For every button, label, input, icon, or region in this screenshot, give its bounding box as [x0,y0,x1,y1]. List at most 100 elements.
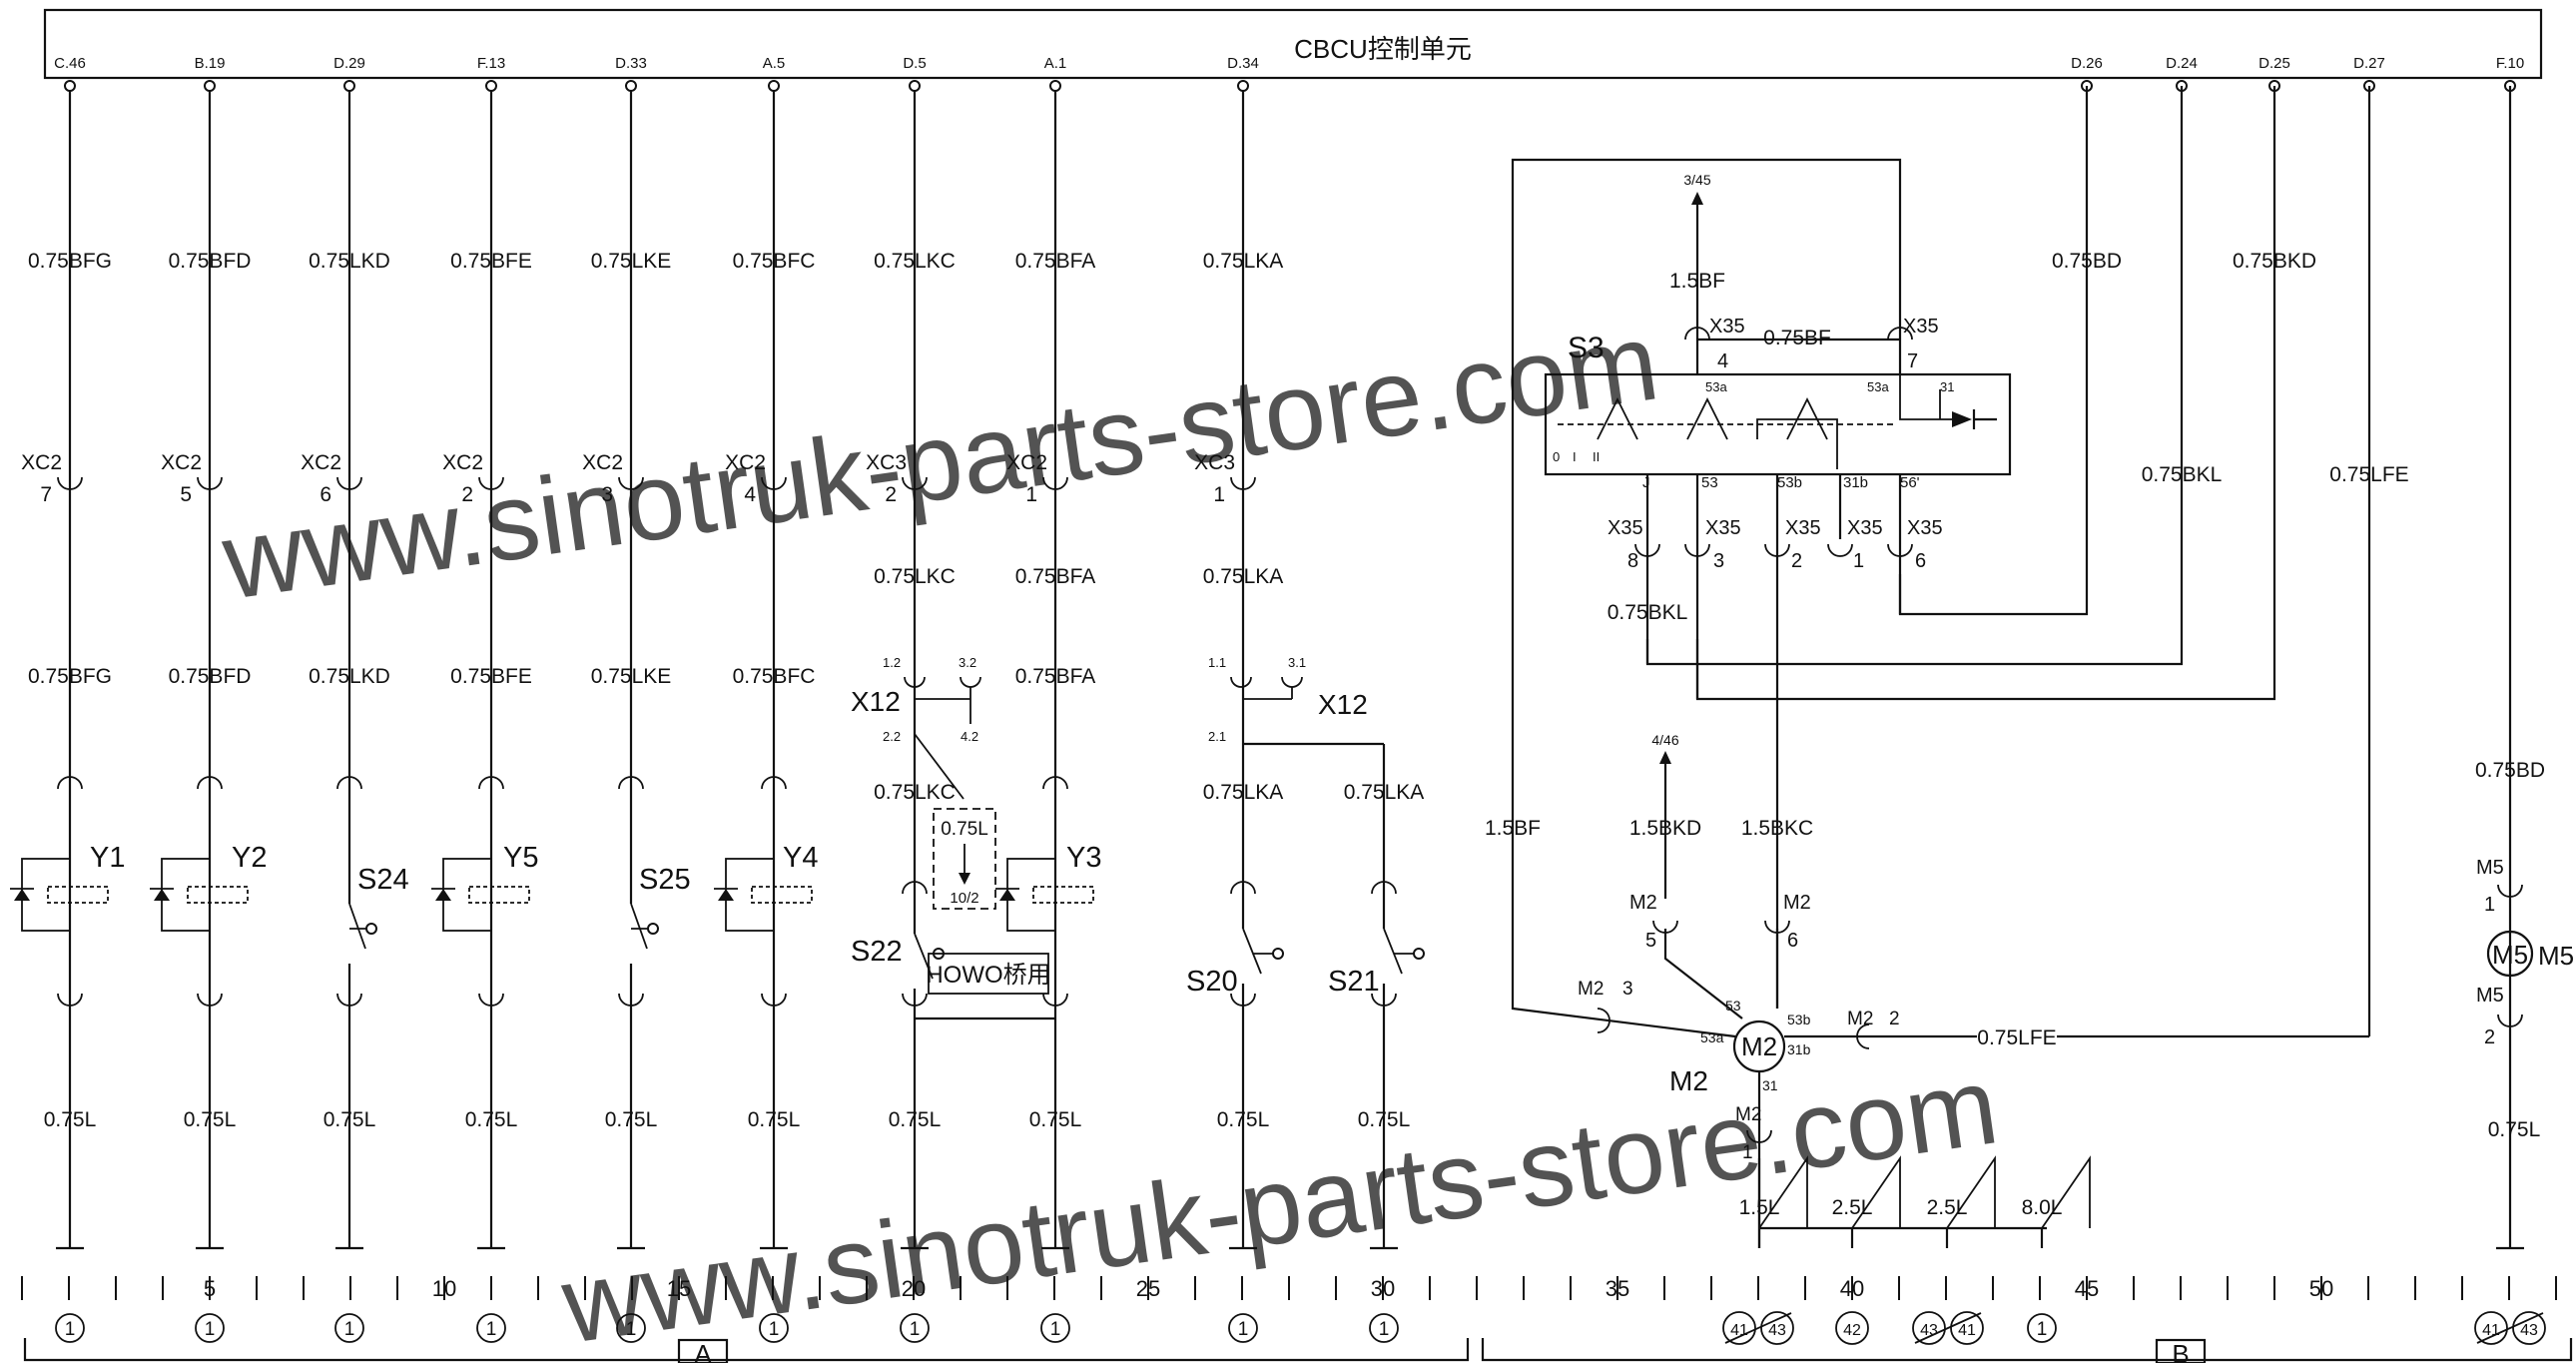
solenoid-y1: Y1 [10,842,125,932]
svg-text:XC3: XC3 [1194,451,1235,474]
svg-text:7: 7 [1907,350,1918,372]
circle-ref: 1 [759,1313,789,1343]
x12-connector-left: X12 1.2 3.2 2.2 4.2 0.75L 10/2 [851,655,996,910]
svg-text:XC2: XC2 [161,451,202,474]
svg-text:0.75L: 0.75L [605,1108,658,1131]
pin-label-d33: D.33 [615,55,647,72]
svg-text:0.75LKA: 0.75LKA [1203,781,1284,804]
svg-text:31b: 31b [1843,474,1868,491]
pin-label-d29: D.29 [333,55,365,72]
svg-text:53a: 53a [1705,379,1727,394]
svg-text:3/45: 3/45 [1683,172,1710,188]
switch-s21: S21 [1328,928,1425,998]
left-wires [68,86,1386,1248]
svg-text:0.75LKA: 0.75LKA [1344,781,1425,804]
svg-text:6: 6 [1915,550,1926,572]
svg-text:M2: M2 [1847,1009,1873,1029]
svg-text:II: II [1593,449,1600,464]
svg-text:M2: M2 [1578,979,1604,1000]
svg-text:1: 1 [626,1319,637,1340]
svg-text:53: 53 [1701,474,1718,491]
svg-text:40: 40 [1840,1276,1864,1301]
svg-text:M2: M2 [1783,892,1811,914]
group-label-a: A [694,1339,712,1363]
dashed-link-box [933,808,996,910]
svg-text:X35: X35 [1785,517,1821,539]
switch-s24: S24 [339,864,409,964]
svg-text:0.75LKC: 0.75LKC [874,250,956,273]
svg-text:2.5L: 2.5L [1927,1196,1968,1219]
svg-text:53a: 53a [1867,379,1889,394]
svg-text:0.75LKD: 0.75LKD [309,665,390,688]
svg-text:3: 3 [1713,550,1724,572]
circle-ref: 41 [1950,1311,1984,1345]
circle-ref: 1 [616,1313,646,1343]
svg-text:1.5BF: 1.5BF [1669,270,1725,293]
svg-text:1.2: 1.2 [883,655,901,670]
cbcu-title: CBCU控制单元 [1294,34,1472,64]
svg-text:0.75BFA: 0.75BFA [1015,665,1096,688]
svg-text:8: 8 [1627,550,1638,572]
svg-text:0.75LKC: 0.75LKC [874,781,956,804]
pin-label-d25: D.25 [2258,55,2290,72]
svg-text:41: 41 [1958,1322,1976,1339]
svg-text:0.75BKL: 0.75BKL [1608,601,1688,624]
svg-text:0.75LFE: 0.75LFE [1977,1026,2056,1049]
svg-text:2: 2 [885,483,897,506]
svg-text:2: 2 [2484,1026,2495,1048]
svg-text:XC3: XC3 [866,451,907,474]
circle-ref: 1 [1040,1313,1070,1343]
svg-text:10: 10 [432,1276,456,1301]
cbcu-control-unit-box [43,8,2543,80]
svg-text:M5: M5 [2476,857,2504,879]
svg-text:0.75BF: 0.75BF [1763,327,1831,349]
svg-text:1: 1 [205,1319,216,1340]
svg-text:0.75BD: 0.75BD [2052,250,2122,273]
svg-text:2: 2 [461,483,473,506]
svg-text:XC2: XC2 [301,451,341,474]
svg-text:S24: S24 [357,864,409,896]
svg-text:1: 1 [1213,483,1225,506]
svg-text:M5: M5 [2492,940,2528,970]
pin-label-b19: B.19 [195,55,226,72]
svg-text:10/2: 10/2 [950,890,978,907]
svg-text:Y3: Y3 [1066,842,1101,874]
svg-text:0.75BFG: 0.75BFG [28,250,112,273]
solenoid-y2: Y2 [150,842,267,932]
svg-text:43: 43 [2520,1322,2538,1339]
svg-text:1.5BF: 1.5BF [1485,817,1541,840]
svg-text:XC2: XC2 [1006,451,1047,474]
svg-text:2: 2 [1889,1009,1900,1029]
switch-s3: S3 53a 53a 31 0 I II J 53 53b 31b 56' [1544,332,2012,491]
pin-label-d27: D.27 [2353,55,2385,72]
ruler-ticks [21,1276,2557,1300]
pin-label-d34: D.34 [1227,55,1259,72]
svg-text:1: 1 [1853,550,1864,572]
svg-text:0.75L: 0.75L [1217,1108,1270,1131]
pin-label-d26: D.26 [2071,55,2103,72]
motor-m5: M51 M5 M5 M52 [2476,857,2574,1048]
svg-text:3: 3 [601,483,613,506]
pin-label-d24: D.24 [2166,55,2198,72]
ruler-numbers: 5 10 15 20 25 30 35 40 45 50 [204,1276,2333,1301]
svg-text:0.75LKA: 0.75LKA [1203,250,1284,273]
circle-ref: 43 [1912,1311,1946,1345]
circle-ref: 1 [2027,1313,2057,1343]
svg-text:0.75BFA: 0.75BFA [1015,565,1096,588]
solenoid-y4: Y4 [714,842,818,932]
svg-text:5: 5 [1645,930,1656,952]
x12-connector-right: X12 1.1 3.1 2.1 [1208,655,1368,744]
svg-text:4: 4 [1717,350,1728,372]
svg-text:6: 6 [320,483,331,506]
svg-text:0.75BFE: 0.75BFE [450,250,532,273]
svg-text:7: 7 [40,483,52,506]
svg-text:1: 1 [2484,894,2495,916]
svg-text:3.2: 3.2 [959,655,976,670]
svg-text:S21: S21 [1328,966,1380,998]
svg-text:0.75LKE: 0.75LKE [591,665,672,688]
svg-text:1: 1 [1050,1319,1061,1340]
svg-text:8.0L: 8.0L [2022,1196,2063,1219]
solenoid-y5: Y5 [431,842,538,932]
